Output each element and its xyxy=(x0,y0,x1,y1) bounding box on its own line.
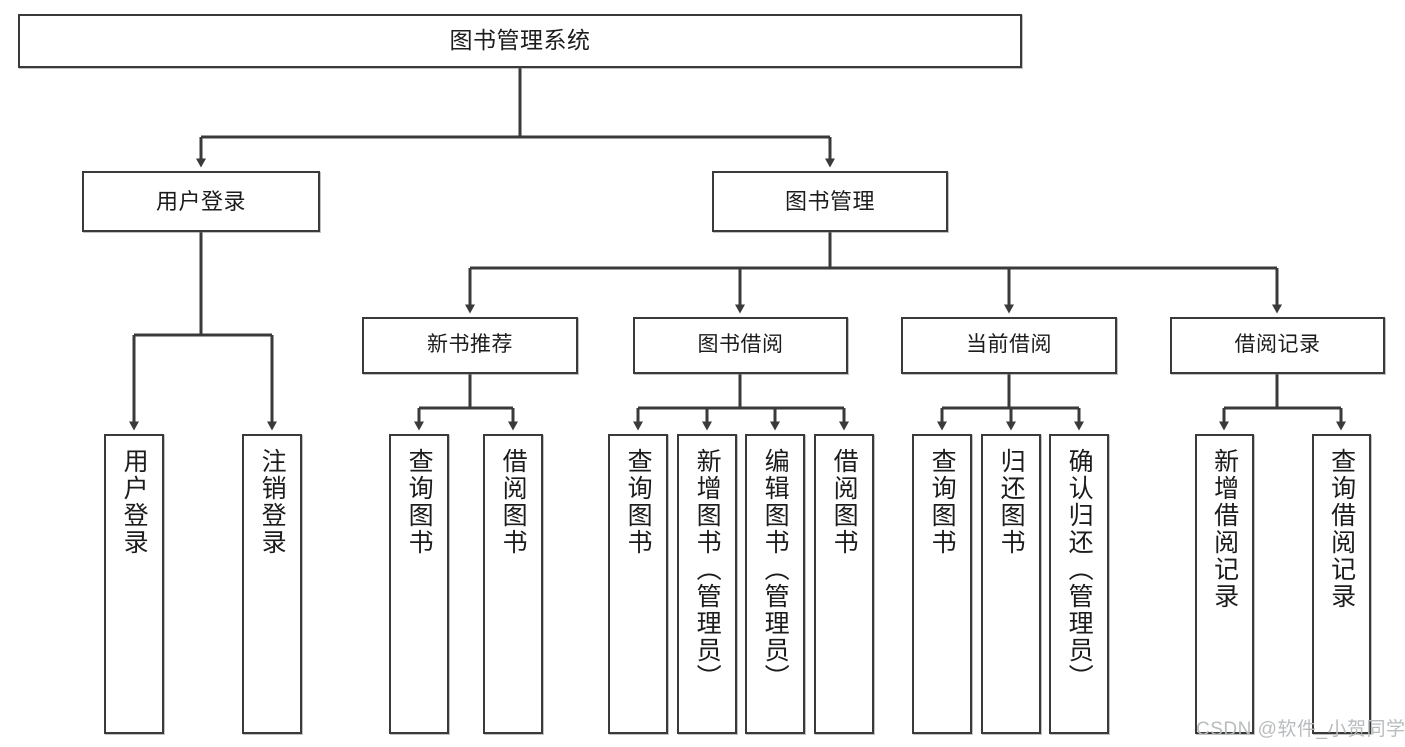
node-leaf-return-book-label: 归还图书 xyxy=(997,448,1026,556)
node-leaf-query-book-1-label: 查询图书 xyxy=(405,448,434,556)
node-leaf-borrow-book-2[interactable]: 借阅图书 xyxy=(814,434,874,734)
node-borrow-record-label: 借阅记录 xyxy=(1234,333,1321,357)
node-leaf-borrow-book-1-label: 借阅图书 xyxy=(499,448,528,556)
node-leaf-confirm-return-label: 确认归还（管理员） xyxy=(1065,448,1094,691)
node-leaf-edit-book-label: 编辑图书（管理员） xyxy=(761,448,790,691)
node-leaf-borrow-book-1[interactable]: 借阅图书 xyxy=(483,434,543,734)
node-leaf-user-login-label: 用户登录 xyxy=(120,448,149,556)
node-leaf-edit-book[interactable]: 编辑图书（管理员） xyxy=(745,434,805,734)
node-leaf-logout[interactable]: 注销登录 xyxy=(242,434,302,734)
node-leaf-borrow-book-2-label: 借阅图书 xyxy=(830,448,859,556)
node-leaf-query-book-3[interactable]: 查询图书 xyxy=(912,434,972,734)
node-root-label: 图书管理系统 xyxy=(449,27,591,54)
node-new-book-recommend-label: 新书推荐 xyxy=(427,333,513,357)
node-book-borrow[interactable]: 图书借阅 xyxy=(633,317,848,374)
node-leaf-add-record-label: 新增借阅记录 xyxy=(1210,448,1239,610)
node-leaf-return-book[interactable]: 归还图书 xyxy=(981,434,1041,734)
node-leaf-query-book-2[interactable]: 查询图书 xyxy=(608,434,668,734)
node-leaf-add-record[interactable]: 新增借阅记录 xyxy=(1195,434,1254,734)
node-user-login-label: 用户登录 xyxy=(155,188,246,214)
node-leaf-user-login[interactable]: 用户登录 xyxy=(104,434,164,734)
node-book-borrow-label: 图书借阅 xyxy=(697,333,784,357)
node-leaf-add-book[interactable]: 新增图书（管理员） xyxy=(677,434,737,734)
node-book-manage-label: 图书管理 xyxy=(784,188,875,214)
node-book-manage[interactable]: 图书管理 xyxy=(712,171,948,232)
node-leaf-logout-label: 注销登录 xyxy=(258,448,287,556)
node-new-book-recommend[interactable]: 新书推荐 xyxy=(362,317,578,374)
node-leaf-query-book-1[interactable]: 查询图书 xyxy=(389,434,449,734)
node-leaf-query-record[interactable]: 查询借阅记录 xyxy=(1312,434,1371,734)
node-current-borrow-label: 当前借阅 xyxy=(966,333,1052,357)
node-leaf-confirm-return[interactable]: 确认归还（管理员） xyxy=(1049,434,1109,734)
node-leaf-query-book-2-label: 查询图书 xyxy=(624,448,653,556)
node-leaf-query-book-3-label: 查询图书 xyxy=(928,448,957,556)
node-leaf-query-record-label: 查询借阅记录 xyxy=(1327,448,1356,610)
node-borrow-record[interactable]: 借阅记录 xyxy=(1170,317,1385,374)
node-current-borrow[interactable]: 当前借阅 xyxy=(901,317,1117,374)
node-leaf-add-book-label: 新增图书（管理员） xyxy=(693,448,722,691)
node-user-login[interactable]: 用户登录 xyxy=(82,171,320,232)
csdn-watermark: CSDN @软件_小贺同学 xyxy=(1196,719,1405,740)
node-root[interactable]: 图书管理系统 xyxy=(18,14,1022,68)
